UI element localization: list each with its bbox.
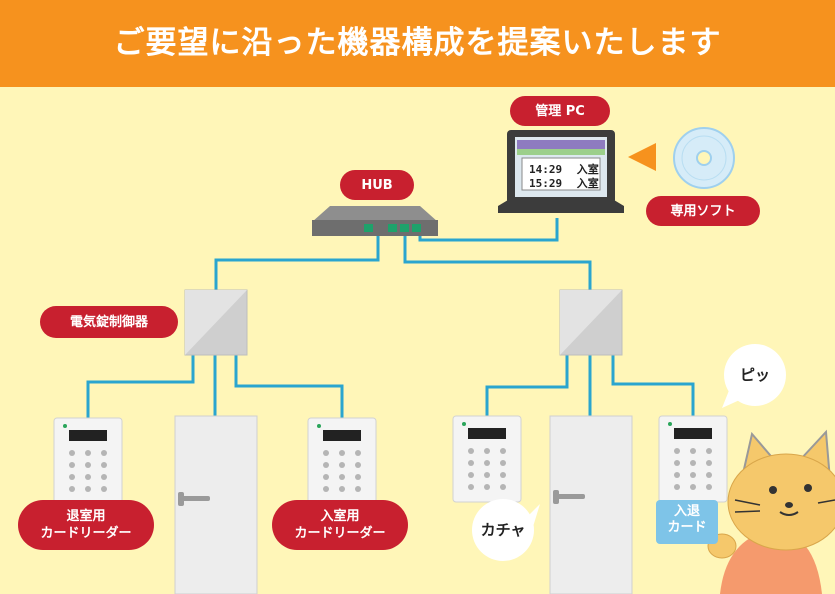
log-time: 14:29: [529, 163, 563, 176]
hub-device: [312, 206, 438, 236]
access-card: 入退 カード: [656, 500, 718, 544]
door-right: [549, 415, 633, 594]
wire-left-controller-to-entry-reader: [234, 355, 344, 418]
page-title: ご要望に沿った機器構成を提案いたします: [113, 25, 722, 61]
admin-pc-label: 管理 PC: [510, 96, 610, 126]
card-line1: 入退: [673, 504, 700, 519]
hub-label: HUB: [340, 170, 414, 200]
laptop-icon: [498, 130, 624, 213]
hub-port: [364, 224, 373, 232]
beep-sound-text: ピッ: [739, 366, 770, 384]
lock-controller-label: 電気錠制御器: [40, 306, 178, 338]
card-reader-entry: [307, 417, 377, 505]
hub-port: [388, 224, 397, 232]
entry-reader-label: 入室用 カードリーダー: [272, 500, 408, 550]
screen-log-row: 14:29 入室: [529, 161, 599, 177]
card-reader-right-right: [658, 415, 728, 503]
title-banner: ご要望に沿った機器構成を提案いたします: [0, 0, 835, 87]
wiring: [86, 218, 695, 418]
cd-icon: [673, 127, 735, 189]
cat-illustration: [707, 429, 835, 594]
hub-port: [412, 224, 421, 232]
controller-right: [559, 289, 623, 356]
wire-left-controller-to-exit-reader: [86, 355, 195, 418]
screen-log-row: 15:29 入室: [529, 175, 599, 191]
click-sound-text: カチャ: [480, 521, 526, 539]
wire-right-controller-to-left-reader: [485, 355, 569, 416]
wire-right-controller-to-right-reader: [611, 355, 695, 416]
arrow-icon: [628, 143, 656, 171]
card-reader-exit: [53, 417, 123, 505]
log-event: 入室: [576, 163, 599, 176]
door-left: [174, 415, 258, 594]
wire-hub-to-pc: [418, 218, 559, 242]
wire-hub-to-left-controller: [214, 228, 380, 290]
log-event: 入室: [576, 177, 599, 190]
click-bubble: [472, 499, 540, 561]
card-line2: カード: [667, 520, 707, 535]
software-label: 専用ソフト: [646, 196, 760, 226]
hub-port: [400, 224, 409, 232]
log-time: 15:29: [529, 177, 563, 190]
controller-left: [184, 289, 248, 356]
exit-reader-label: 退室用 カードリーダー: [18, 500, 154, 550]
card-reader-right-left: [452, 415, 522, 503]
beep-bubble: [722, 344, 786, 408]
wire-hub-to-right-controller: [403, 228, 592, 290]
